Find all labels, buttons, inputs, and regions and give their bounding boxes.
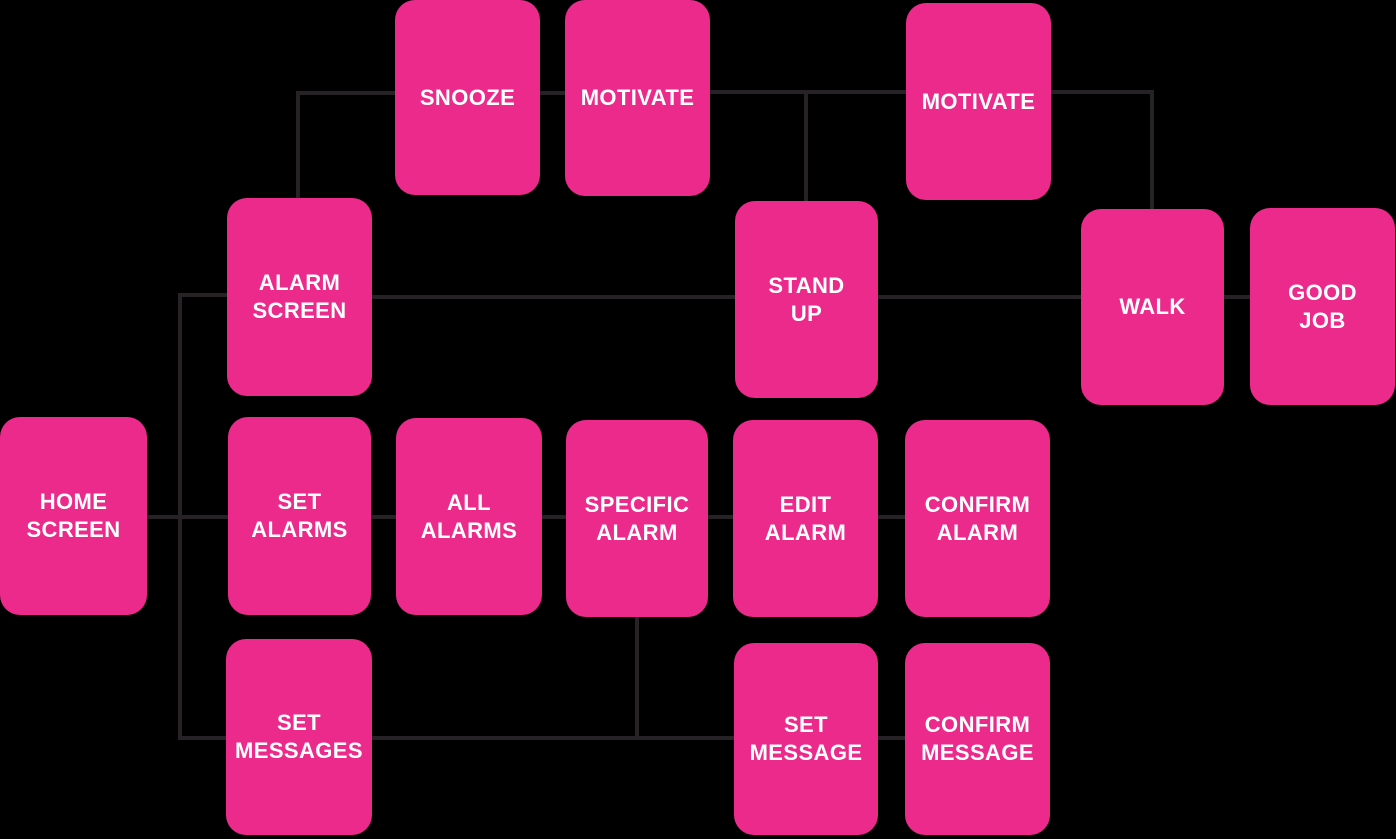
edge-trunk-to-set-messages (178, 736, 226, 740)
node-set-messages: SET MESSAGES (226, 639, 372, 835)
node-motivate-1: MOTIVATE (565, 0, 710, 196)
node-stand-up: STAND UP (735, 201, 878, 398)
node-edit-alarm: EDIT ALARM (733, 420, 878, 617)
edge-motivate-to-walk-drop (1150, 90, 1154, 209)
edge-motivate-to-motivate (710, 90, 906, 94)
edge-set-message-to-confirm-message (878, 736, 905, 740)
edge-specific-alarm-to-edit-alarm (708, 515, 733, 519)
node-home-screen: HOME SCREEN (0, 417, 147, 615)
edge-motivate-to-stand-up-drop (804, 90, 808, 201)
node-set-message: SET MESSAGE (734, 643, 878, 835)
edge-to-set-message (372, 736, 734, 740)
node-set-alarms: SET ALARMS (228, 417, 371, 615)
node-specific-alarm: SPECIFIC ALARM (566, 420, 708, 617)
edge-alarm-screen-to-snooze (296, 91, 395, 95)
edge-home-screen-to-set-alarms (147, 515, 228, 519)
node-confirm-alarm: CONFIRM ALARM (905, 420, 1050, 617)
edge-specific-alarm-drop (635, 617, 639, 740)
node-alarm-screen: ALARM SCREEN (227, 198, 372, 396)
node-motivate-2: MOTIVATE (906, 3, 1051, 200)
node-snooze: SNOOZE (395, 0, 540, 195)
edge-walk-to-good-job (1224, 295, 1250, 299)
edge-alarm-screen-to-stand-up (372, 295, 735, 299)
node-all-alarms: ALL ALARMS (396, 418, 542, 615)
edge-trunk-to-alarm-screen (178, 293, 227, 297)
edge-stand-up-to-walk (878, 295, 1081, 299)
edge-motivate-to-walk (1051, 90, 1152, 94)
node-confirm-message: CONFIRM MESSAGE (905, 643, 1050, 835)
edge-set-alarms-to-all-alarms (371, 515, 396, 519)
edge-alarm-screen-to-snooze-riser (296, 91, 300, 198)
edge-edit-alarm-to-confirm-alarm (878, 515, 905, 519)
edge-snooze-to-motivate (540, 91, 565, 95)
node-good-job: GOOD JOB (1250, 208, 1395, 405)
edge-all-alarms-to-specific-alarm (542, 515, 566, 519)
node-walk: WALK (1081, 209, 1224, 405)
